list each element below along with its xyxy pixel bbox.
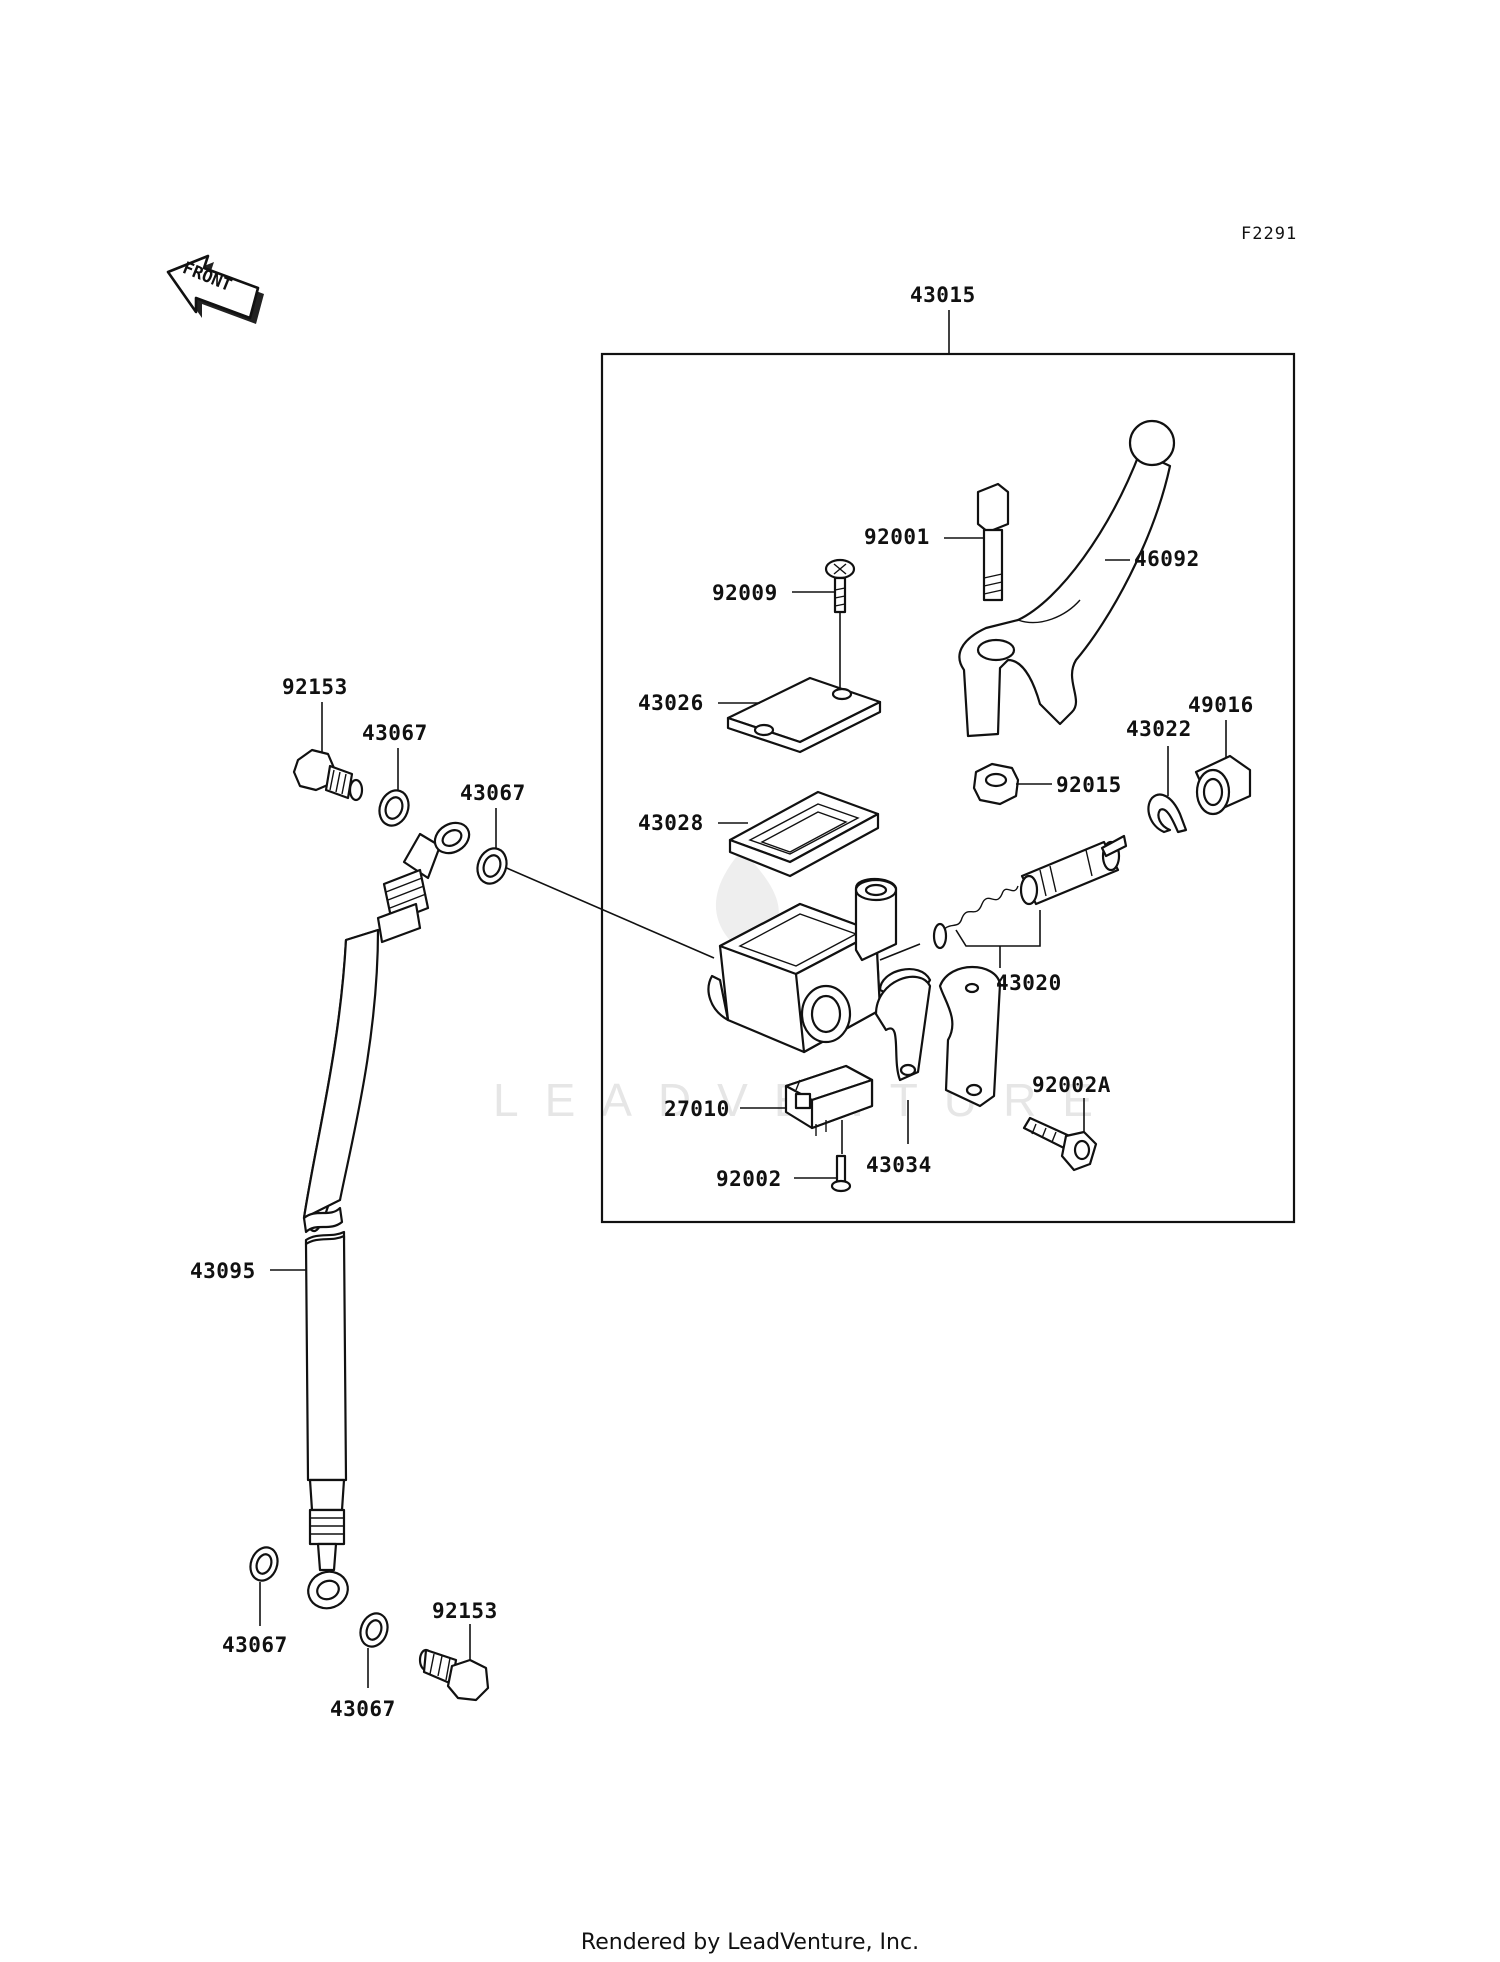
label-43095[interactable]: 43095 <box>190 1259 256 1283</box>
label-49016[interactable]: 49016 <box>1188 693 1254 717</box>
brake-lever-46092[interactable] <box>958 419 1176 738</box>
label-27010[interactable]: 27010 <box>664 1097 730 1121</box>
clamp-43034[interactable] <box>874 965 1002 1108</box>
label-43015[interactable]: 43015 <box>910 283 976 307</box>
reservoir-cover-43026[interactable] <box>726 676 882 754</box>
circlip-43022[interactable] <box>1147 793 1188 834</box>
label-43067-c[interactable]: 43067 <box>222 1633 288 1657</box>
label-43067-d[interactable]: 43067 <box>330 1697 396 1721</box>
footer-credit: Rendered by LeadVenture, Inc. <box>580 1930 920 1955</box>
washer-43067-b[interactable] <box>473 844 512 887</box>
pivot-bolt-92001[interactable] <box>976 482 1010 602</box>
label-43026[interactable]: 43026 <box>638 691 704 715</box>
label-92009[interactable]: 92009 <box>712 581 778 605</box>
label-43034[interactable]: 43034 <box>866 1153 932 1177</box>
washer-43067-c[interactable] <box>246 1544 282 1585</box>
brake-switch-27010[interactable] <box>784 1064 874 1136</box>
banjo-bolt-92153-top[interactable] <box>292 748 364 802</box>
label-92001[interactable]: 92001 <box>864 525 930 549</box>
diagram-code: F2291 <box>1241 224 1297 244</box>
switch-screw-92002[interactable] <box>830 1120 852 1193</box>
label-43067-a[interactable]: 43067 <box>362 721 428 745</box>
label-92002[interactable]: 92002 <box>716 1167 782 1191</box>
label-92153-bottom[interactable]: 92153 <box>432 1599 498 1623</box>
label-43028[interactable]: 43028 <box>638 811 704 835</box>
label-43022[interactable]: 43022 <box>1126 717 1192 741</box>
label-92002A[interactable]: 92002A <box>1032 1073 1111 1097</box>
diaphragm-43028[interactable] <box>728 790 880 878</box>
label-46092[interactable]: 46092 <box>1134 547 1200 571</box>
banjo-bolt-92153-bottom[interactable] <box>418 1648 490 1702</box>
front-arrow-icon: FRONT <box>166 254 264 324</box>
piston-kit-43020[interactable] <box>932 834 1128 950</box>
label-43067-b[interactable]: 43067 <box>460 781 526 805</box>
washer-43067-a[interactable] <box>375 786 414 829</box>
washer-43067-d[interactable] <box>356 1610 392 1651</box>
label-92015[interactable]: 92015 <box>1056 773 1122 797</box>
assembly-box-43015 <box>600 352 1296 1224</box>
label-92153-top[interactable]: 92153 <box>282 675 348 699</box>
label-43020[interactable]: 43020 <box>996 971 1062 995</box>
nut-92015[interactable] <box>972 762 1020 806</box>
dust-boot-49016[interactable] <box>1194 754 1252 816</box>
cover-screw-92009[interactable] <box>824 558 856 614</box>
brake-hose-43095[interactable] <box>302 817 475 1614</box>
